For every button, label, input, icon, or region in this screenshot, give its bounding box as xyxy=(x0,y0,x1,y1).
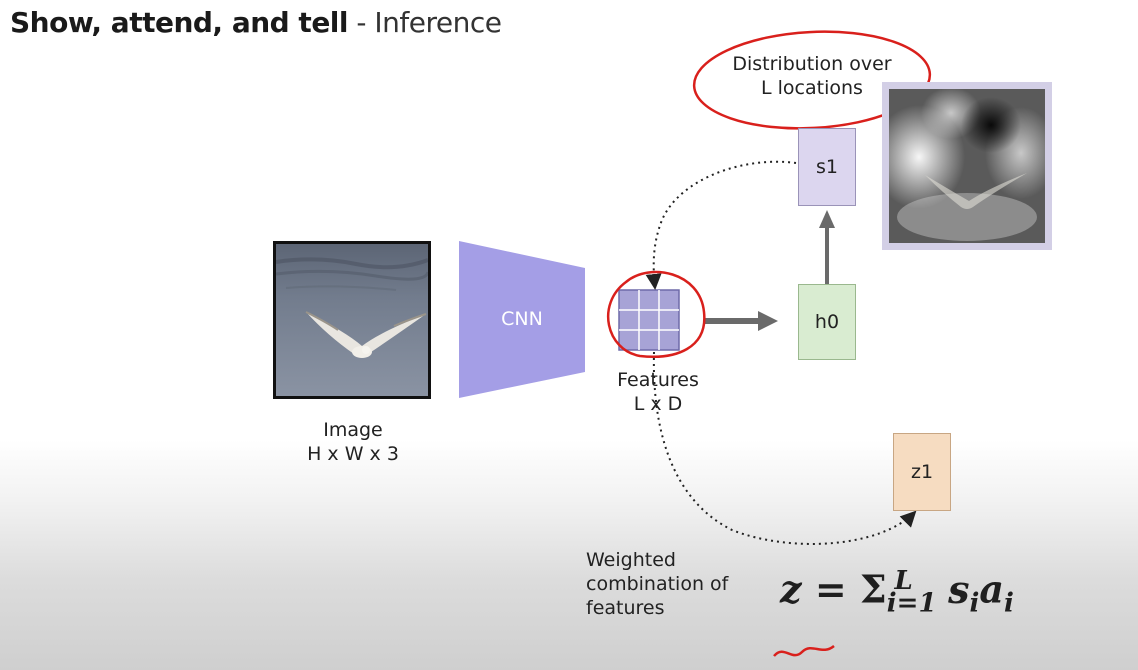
s1-label: s1 xyxy=(816,156,838,178)
formula-term2: a xyxy=(979,566,1004,612)
features-red-circle xyxy=(607,270,706,358)
weighted-label-line3: features xyxy=(586,597,665,619)
distribution-label: Distribution over L locations xyxy=(706,52,918,100)
weighted-label: Weighted combination of features xyxy=(586,548,728,620)
formula-equals: = xyxy=(814,566,847,612)
distribution-label-line2: L locations xyxy=(761,77,863,99)
seagull-photo xyxy=(276,244,428,396)
distribution-label-line1: Distribution over xyxy=(732,53,892,75)
attention-formula: z = Σi=1L siai xyxy=(780,566,1014,618)
cnn-block xyxy=(459,241,585,398)
features-grid xyxy=(618,289,680,351)
image-label-line2: H x W x 3 xyxy=(307,443,399,465)
formula-term1: s xyxy=(948,566,970,612)
h0-label: h0 xyxy=(814,311,840,333)
slide-title: Show, attend, and tell - Inference xyxy=(10,6,502,39)
attention-map xyxy=(882,82,1052,250)
z1-node: z1 xyxy=(893,433,951,511)
formula-sum-lower: i=1 xyxy=(886,588,937,619)
formula-term2-sub: i xyxy=(1003,588,1014,619)
s1-node: s1 xyxy=(798,128,856,206)
s1-to-features-dotted-arrow xyxy=(645,160,797,290)
title-separator: - xyxy=(348,6,375,39)
input-image xyxy=(273,241,431,399)
h0-node: h0 xyxy=(798,284,856,360)
features-to-h0-arrow xyxy=(704,311,778,331)
attention-heatmap xyxy=(889,89,1045,243)
features-label-line2: L x D xyxy=(633,393,683,415)
formula-sum-upper: L xyxy=(894,566,913,596)
title-sub: Inference xyxy=(374,6,502,39)
title-main: Show, attend, and tell xyxy=(10,6,349,39)
distribution-red-circle xyxy=(692,30,932,130)
features-label: Features L x D xyxy=(598,368,718,416)
z1-label: z1 xyxy=(910,461,934,483)
weighted-label-line1: Weighted xyxy=(586,549,676,571)
formula-sum: Σ xyxy=(859,566,887,612)
h0-to-s1-arrow xyxy=(819,210,835,284)
image-label-line1: Image xyxy=(323,419,383,441)
features-label-line1: Features xyxy=(617,369,699,391)
formula-lhs: z xyxy=(780,566,802,612)
formula-term1-sub: i xyxy=(969,588,980,619)
cnn-label: CNN xyxy=(501,308,543,330)
features-to-z1-dotted-arrow xyxy=(652,351,917,545)
red-squiggle xyxy=(773,644,835,657)
image-label: Image H x W x 3 xyxy=(300,418,406,466)
weighted-label-line2: combination of xyxy=(586,573,729,595)
